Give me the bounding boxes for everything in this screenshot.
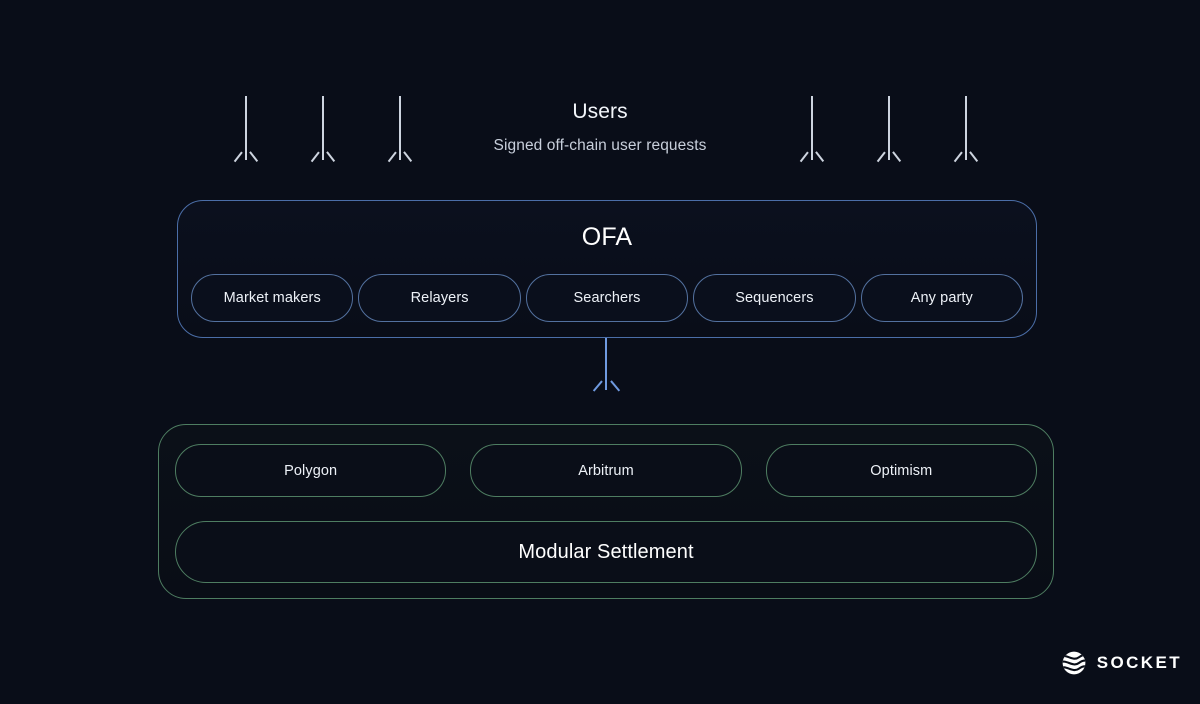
arrow-shaft — [245, 96, 247, 160]
brand-lockup: SOCKET — [1061, 650, 1182, 676]
arrow-shaft — [322, 96, 324, 160]
user-request-arrow-icon — [959, 96, 973, 174]
socket-globe-icon — [1062, 651, 1086, 675]
user-request-arrow-icon — [393, 96, 407, 174]
arrow-shaft — [399, 96, 401, 160]
chain-arbitrum[interactable]: Arbitrum — [470, 444, 742, 497]
arrow-head — [883, 152, 895, 164]
arrow-shaft — [965, 96, 967, 160]
brand-name: SOCKET — [1096, 653, 1182, 672]
arrow-head — [394, 152, 406, 164]
arrow-head — [599, 381, 613, 395]
users-subtitle: Signed off-chain user requests — [493, 137, 707, 154]
modular-settlement-bar[interactable]: Modular Settlement — [175, 521, 1037, 583]
chain-optimism[interactable]: Optimism — [765, 444, 1037, 497]
arrow-head — [960, 152, 972, 164]
users-title: Users — [572, 100, 628, 123]
ofa-participant-market-makers[interactable]: Market makers — [191, 274, 354, 322]
user-request-arrow-icon — [239, 96, 253, 174]
chain-polygon[interactable]: Polygon — [175, 444, 447, 497]
ofa-participant-sequencers[interactable]: Sequencers — [693, 274, 856, 322]
chain-list: Polygon Arbitrum Optimism — [175, 444, 1037, 497]
arrow-head — [806, 152, 818, 164]
arrow-head — [240, 152, 252, 164]
settlement-container: Polygon Arbitrum Optimism Modular Settle… — [158, 424, 1054, 599]
arrow-head — [317, 152, 329, 164]
ofa-container: OFA Market makers Relayers Searchers Seq… — [177, 200, 1037, 338]
user-request-arrow-icon — [316, 96, 330, 174]
arrow-shaft — [888, 96, 890, 160]
arrow-shaft — [811, 96, 813, 160]
ofa-participant-searchers[interactable]: Searchers — [525, 274, 689, 322]
ofa-participant-relayers[interactable]: Relayers — [358, 274, 521, 322]
ofa-to-settlement-arrow-icon — [598, 338, 614, 402]
ofa-participant-list: Market makers Relayers Searchers Sequenc… — [191, 274, 1024, 322]
arrow-shaft — [605, 338, 607, 390]
user-request-arrow-icon — [805, 96, 819, 174]
user-request-arrow-icon — [882, 96, 896, 174]
ofa-title: OFA — [581, 223, 633, 251]
ofa-participant-any-party[interactable]: Any party — [860, 274, 1024, 322]
